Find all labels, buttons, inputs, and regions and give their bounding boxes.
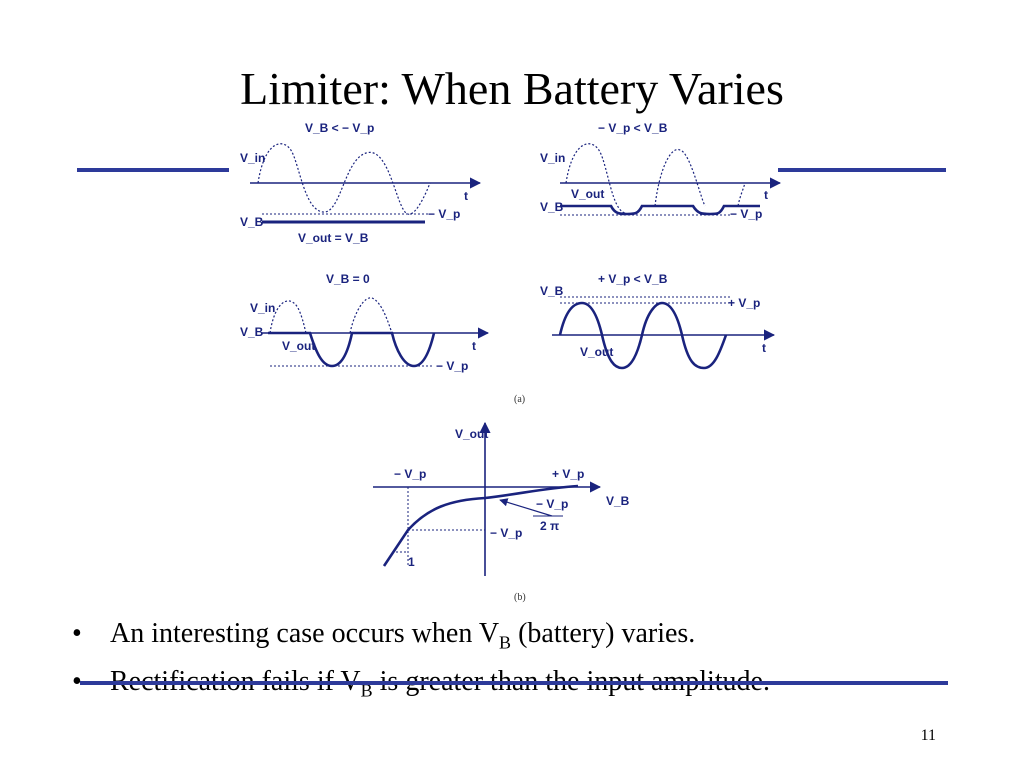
- case2-t-label: t: [764, 188, 768, 202]
- case2-vin-label: V_in: [540, 151, 565, 165]
- case1-vin-label: V_in: [240, 151, 265, 165]
- left-divider: [77, 168, 229, 172]
- case4-plot: + V_p < V_B V_B + V_p V_out t: [540, 272, 776, 370]
- case1-vin-wave: [257, 143, 431, 215]
- neg-vp-top-label: − V_p: [394, 467, 426, 481]
- case1-vp-label: − V_p: [428, 207, 460, 221]
- bullet-dot: •: [72, 618, 82, 649]
- case4-vout-wave: [558, 301, 728, 370]
- case4-vout-label: V_out: [580, 345, 613, 359]
- case3-vout-label: V_out: [282, 339, 315, 353]
- page-number: 11: [920, 727, 936, 744]
- case4-vp-label: + V_p: [728, 296, 760, 310]
- right-divider: [778, 168, 946, 172]
- case2-condition: − V_p < V_B: [598, 121, 668, 135]
- case3-vin-wave: [269, 297, 393, 334]
- case1-vout-label: V_out = V_B: [298, 231, 369, 245]
- case3-vp-label: − V_p: [436, 359, 468, 373]
- case3-vb-label: V_B: [240, 325, 264, 339]
- pos-vp-label: + V_p: [552, 467, 584, 481]
- neg-vp-mid-label: − V_p: [490, 526, 522, 540]
- case1-condition: V_B < − V_p: [305, 121, 374, 135]
- slope-one-label: 1: [408, 555, 415, 569]
- case2-vp-label: − V_p: [730, 207, 762, 221]
- bullet-list: •An interesting case occurs when VB (bat…: [72, 614, 972, 710]
- case4-vb-label: V_B: [540, 284, 564, 298]
- case4-t-label: t: [762, 341, 766, 355]
- bullet-item: •Rectification fails if VB is greater th…: [72, 662, 972, 710]
- vb-axis-label: V_B: [606, 494, 630, 508]
- case2-plot: − V_p < V_B V_in V_out V_B t − V_p: [540, 121, 782, 221]
- case3-t-label: t: [472, 339, 476, 353]
- case2-vb-label: V_B: [540, 200, 564, 214]
- slope-denominator: 2 π: [540, 519, 559, 533]
- case1-plot: V_B < − V_p V_in V_B t − V_p V_out = V_B: [240, 121, 482, 245]
- slope-pointer: [499, 498, 553, 517]
- bottom-divider: [80, 681, 948, 685]
- bullet-dot: •: [72, 666, 82, 697]
- case3-vout-wave: [268, 331, 436, 368]
- case2-vin-wave: [565, 143, 746, 214]
- case3-plot: V_B = 0 V_in V_B V_out t − V_p: [240, 272, 490, 373]
- case3-condition: V_B = 0: [326, 272, 370, 286]
- case2-vout-wave: [560, 204, 760, 216]
- case1-t-label: t: [464, 189, 468, 203]
- caption-b: (b): [514, 592, 526, 603]
- transfer-plot: V_out V_B − V_p + V_p − V_p − V_p 2 π 1: [373, 421, 630, 576]
- caption-a: (a): [514, 394, 525, 405]
- slide-title: Limiter: When Battery Varies: [240, 63, 784, 114]
- vout-axis-label: V_out: [455, 427, 488, 441]
- transfer-curve: [382, 484, 579, 567]
- case2-vout-label: V_out: [571, 187, 604, 201]
- case3-vin-label: V_in: [250, 301, 275, 315]
- slope-numerator: − V_p: [536, 497, 568, 511]
- case4-condition: + V_p < V_B: [598, 272, 668, 286]
- case1-vb-label: V_B: [240, 215, 264, 229]
- bullet-item: •An interesting case occurs when VB (bat…: [72, 614, 972, 662]
